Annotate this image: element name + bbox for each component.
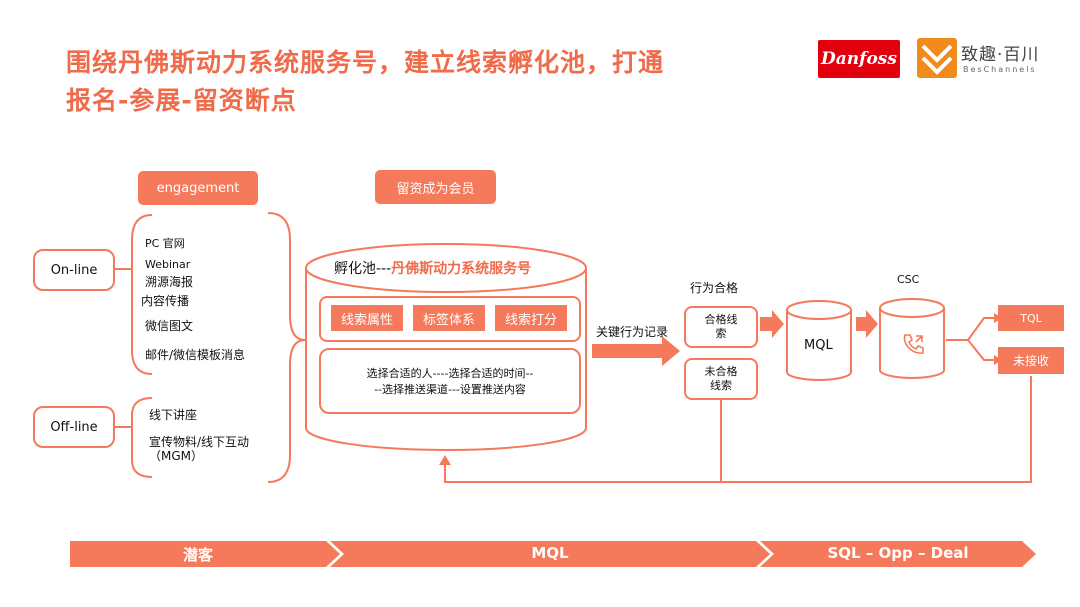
channels-brace-right — [267, 212, 306, 483]
stage-sql-label: SQL – Opp – Deal — [827, 544, 969, 562]
beschannels-logo: 致趣·百川 BesChannels — [917, 38, 1047, 80]
tql-box: TQL — [998, 305, 1064, 331]
mql-label: MQL — [804, 338, 833, 353]
beschannels-mark-icon — [917, 38, 957, 78]
unqualified-lead-box: 未合格 线索 — [684, 358, 758, 400]
unqualified-lead-line-2: 线索 — [710, 379, 732, 392]
mql-cylinder — [786, 300, 852, 381]
to-csc-arrow — [856, 310, 878, 338]
tag-lead-scoring: 线索打分 — [495, 305, 567, 331]
return-loop-line — [444, 376, 1032, 483]
csc-cylinder — [879, 298, 945, 379]
channel-email-template: 邮件/微信模板消息 — [145, 348, 246, 362]
channel-materials: 宣传物料/线下互动 — [149, 435, 250, 449]
pool-description-box: 选择合适的人----选择合适的时间-- --选择推送渠道---设置推送内容 — [319, 348, 581, 414]
return-loop-arrowhead — [439, 455, 451, 465]
to-not-accepted-line — [967, 339, 996, 361]
csc-label: CSC — [897, 273, 920, 286]
pool-title: 孵化池---丹佛斯动力系统服务号 — [334, 258, 531, 278]
channel-wechat-article: 微信图文 — [145, 319, 194, 333]
phone-icon — [903, 334, 924, 354]
title-line-2: 报名-参展-留资断点 — [66, 86, 297, 115]
to-mql-arrow — [760, 310, 784, 338]
stage-1-shape — [70, 541, 340, 567]
online-brace-left — [131, 214, 153, 375]
beschannels-en-name: BesChannels — [963, 65, 1037, 74]
stage-3-shape — [760, 541, 1036, 567]
tag-lead-attributes: 线索属性 — [331, 305, 403, 331]
offline-box: Off-line — [33, 406, 115, 448]
channel-pc-site: PC 官网 — [145, 237, 185, 250]
beschannels-cn-name: 致趣·百川 — [961, 45, 1040, 65]
pool-description-line-1: 选择合适的人----选择合适的时间-- — [366, 367, 534, 380]
qualified-lead-line-2: 索 — [715, 327, 727, 340]
danfoss-logo-text: Danfoss — [821, 49, 897, 69]
stage-2-shape — [330, 541, 770, 567]
to-tql-line — [946, 317, 996, 341]
not-accepted-box: 未接收 — [998, 347, 1064, 374]
channel-content: 内容传播 — [141, 294, 190, 308]
tag-label-system: 标签体系 — [413, 305, 485, 331]
stage-prospect-label: 潜客 — [182, 546, 213, 564]
title-line-1: 围绕丹佛斯动力系统服务号，建立线索孵化池，打通 — [66, 48, 665, 77]
offline-brace-left — [131, 397, 153, 478]
behavior-qualified-label: 行为合格 — [690, 281, 739, 295]
engagement-label: engagement — [138, 171, 258, 205]
danfoss-logo: Danfoss — [818, 40, 900, 78]
channel-webinar: Webinar — [145, 258, 191, 271]
channel-mgm: （MGM） — [149, 449, 204, 463]
qualified-lead-line-1: 合格线 — [704, 313, 738, 326]
key-action-label: 关键行为记录 — [596, 325, 669, 339]
pool-title-accent: 丹佛斯动力系统服务号 — [391, 261, 532, 277]
channel-poster: 溯源海报 — [145, 275, 194, 289]
pool-description-line-2: --选择推送渠道---设置推送内容 — [374, 383, 526, 396]
page-title: 围绕丹佛斯动力系统服务号，建立线索孵化池，打通 报名-参展-留资断点 — [66, 44, 786, 120]
stage-mql-label: MQL — [531, 544, 569, 562]
channel-seminar: 线下讲座 — [149, 408, 198, 422]
stage-bar — [70, 541, 1036, 567]
member-label: 留资成为会员 — [375, 170, 496, 204]
key-action-arrow — [592, 336, 680, 366]
unqualified-lead-line-1: 未合格 — [704, 365, 738, 378]
pool-title-prefix: 孵化池--- — [334, 261, 392, 277]
online-box: On-line — [33, 249, 115, 291]
qualified-lead-box: 合格线 索 — [684, 306, 758, 348]
